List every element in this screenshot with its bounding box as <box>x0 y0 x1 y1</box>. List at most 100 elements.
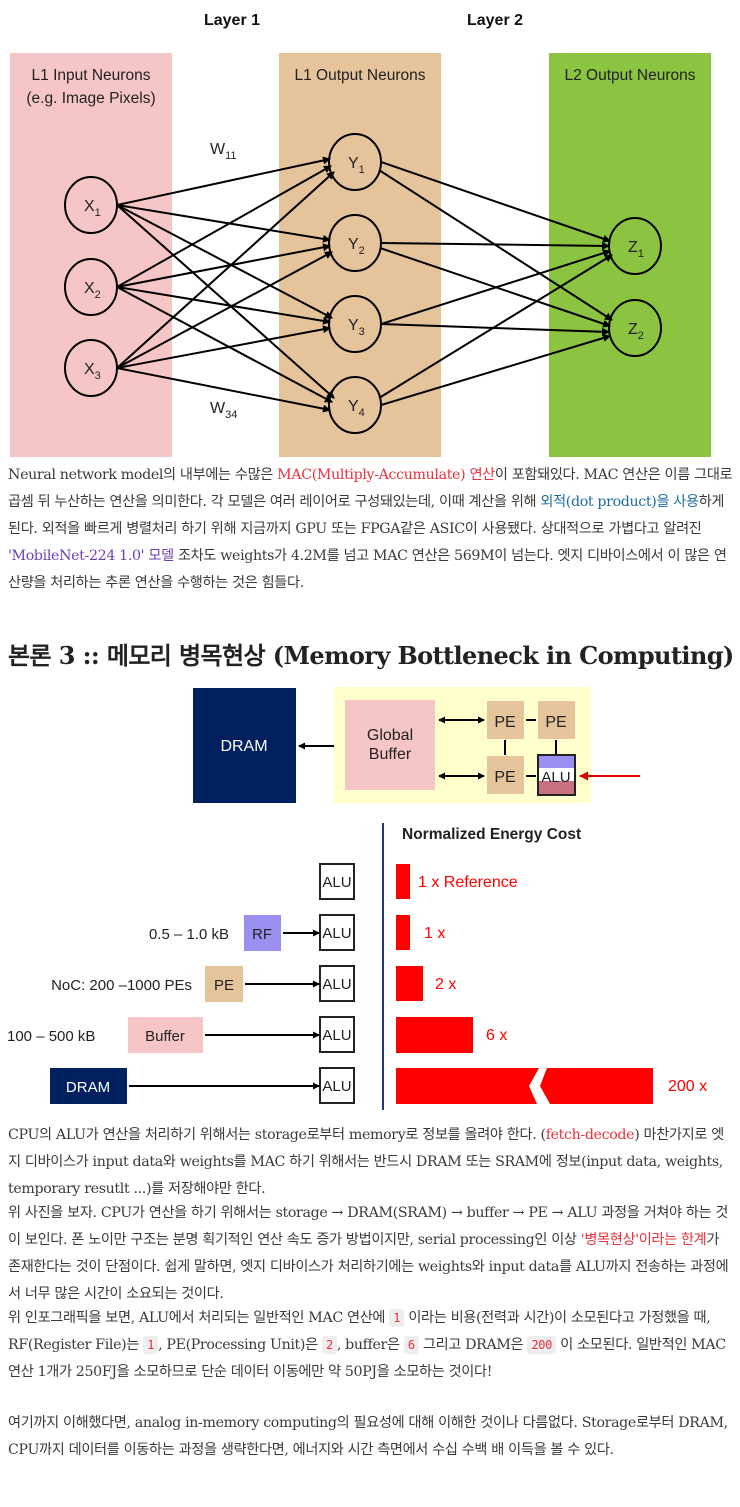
section-heading: 본론 3 :: 메모리 병목현상 (Memory Bottleneck in C… <box>8 641 734 670</box>
weight-w34-label: W34 <box>210 400 237 421</box>
inline-code-rf-cost: 1 <box>143 1336 159 1354</box>
pe-block-top-right <box>538 701 575 739</box>
inline-code-alu-cost: 1 <box>389 1309 405 1327</box>
paragraph-energy-cost: 위 인포그래픽을 보면, ALU에서 처리되는 일반적인 MAC 연산에 1 이… <box>8 1305 734 1386</box>
pe-label: PE <box>214 977 234 994</box>
neuron-x3 <box>64 339 118 397</box>
neuron-z2 <box>608 299 662 357</box>
paragraph-bottleneck: 위 사진을 보자. CPU가 연산을 하기 위해서는 storage → DRA… <box>8 1200 734 1308</box>
neuron-x3-label: X3 <box>84 361 101 382</box>
inline-code-dram-cost: 200 <box>527 1336 557 1354</box>
global-buffer-label-line1: Global <box>367 727 413 744</box>
text: 이라는 비용(전력과 시간)이 소모된다고 가정했을 때, RF(Registe… <box>8 1310 711 1353</box>
neuron-y4-label: Y4 <box>348 398 365 419</box>
text: Neural network model의 내부에는 수많은 <box>8 467 278 483</box>
layer-2-label: Layer 2 <box>467 12 523 29</box>
dram-box <box>50 1068 127 1104</box>
buffer-label: Buffer <box>145 1028 185 1045</box>
layer1-connections <box>116 156 335 413</box>
neuron-x2 <box>64 258 118 316</box>
l2-output-neurons-column <box>549 53 711 457</box>
pe-label: PE <box>494 714 515 731</box>
text: 위 사진을 보자. CPU가 연산을 하기 위해서는 storage → DRA… <box>8 1205 729 1248</box>
paragraph-analog-imc: 여기까지 이해했다면, analog in-memory computing의 … <box>8 1415 728 1458</box>
input-neurons-column <box>10 53 172 457</box>
link-bottleneck-limit[interactable]: '병목현상'이라는 한계 <box>580 1232 707 1248</box>
text: ) 마찬가지로 엣지 디바이스가 input data와 weights를 MA… <box>8 1127 724 1197</box>
alu-label: ALU <box>322 874 351 891</box>
pe-label: PE <box>545 714 566 731</box>
global-buffer-label-line2: Buffer <box>369 746 412 763</box>
paragraph-fetch-decode: CPU의 ALU가 연산을 처리하기 위해서는 storage로부터 memor… <box>8 1122 734 1203</box>
pe-block-bottom-left <box>487 756 524 794</box>
alu-box-row5 <box>319 1067 355 1104</box>
value-label-rf: 1 x <box>424 925 445 942</box>
neural-network-diagram: Layer 1 Layer 2 L1 Input Neurons (e.g. I… <box>10 12 711 457</box>
neuron-y1 <box>328 133 382 191</box>
global-buffer-block <box>345 700 435 790</box>
bar-rf <box>396 915 410 950</box>
link-dot-product[interactable]: 외적(dot product)을 사용 <box>540 494 699 510</box>
text: 그리고 DRAM은 <box>418 1337 528 1353</box>
neuron-y4 <box>328 376 382 434</box>
bar-pe <box>396 966 423 1001</box>
neuron-y2 <box>328 214 382 272</box>
dram-label: DRAM <box>66 1079 110 1096</box>
inline-code-pe-cost: 2 <box>321 1336 337 1354</box>
value-label-pe: 2 x <box>435 976 456 993</box>
value-label-alu: 1 x Reference <box>418 874 518 891</box>
link-fetch-decode[interactable]: fetch-decode <box>545 1127 635 1143</box>
text: 조차도 weights가 4.2M를 넘고 MAC 연산은 569M이 넘는다.… <box>8 548 727 591</box>
bar-alu <box>396 864 410 899</box>
pe-count-annotation: NoC: 200 –1000 PEs <box>51 977 192 994</box>
alu-label: ALU <box>322 1027 351 1044</box>
l2-output-column-title: L2 Output Neurons <box>565 67 696 84</box>
text: 위 인포그래픽을 보면, ALU에서 처리되는 일반적인 MAC 연산에 <box>8 1310 390 1326</box>
dram-label: DRAM <box>220 738 267 755</box>
neuron-z1 <box>608 217 662 275</box>
layer2-connections <box>378 161 613 406</box>
input-column-title-line1: L1 Input Neurons <box>32 67 151 84</box>
alu-label: ALU <box>541 769 570 786</box>
value-label-dram: 200 x <box>668 1078 707 1095</box>
text: , PE(Processing Unit)은 <box>158 1337 322 1353</box>
value-label-buffer: 6 x <box>486 1027 507 1044</box>
alu-box-row1 <box>319 863 355 900</box>
pe-box <box>205 966 243 1002</box>
neuron-z2-label: Z2 <box>628 321 644 342</box>
link-mobilenet-model[interactable]: 'MobileNet-224 1.0' 모델 <box>8 548 174 564</box>
bar-dram-right <box>540 1068 653 1104</box>
alu-block: ALU <box>537 754 576 796</box>
neuron-z1-label: Z1 <box>628 239 644 260</box>
text: 가 존재한다는 것이 단점이다. 쉽게 말하면, 엣지 디바이스가 처리하기에는… <box>8 1232 729 1302</box>
rf-size-annotation: 0.5 – 1.0 kB <box>149 926 229 943</box>
bar-buffer <box>396 1017 473 1053</box>
alu-box-row4 <box>319 1016 355 1053</box>
input-column-title-line2: (e.g. Image Pixels) <box>26 90 155 107</box>
paragraph-mac-operations: Neural network model의 내부에는 수많은 MAC(Multi… <box>8 462 734 597</box>
text: CPU의 ALU가 연산을 처리하기 위해서는 storage로부터 memor… <box>8 1127 546 1143</box>
alu-label: ALU <box>322 925 351 942</box>
rf-label: RF <box>252 926 272 943</box>
pe-label: PE <box>494 769 515 786</box>
bar-dram-left <box>396 1068 539 1104</box>
alu-label: ALU <box>322 1078 351 1095</box>
neuron-y3-label: Y3 <box>348 317 365 338</box>
alu-box-row2 <box>319 914 355 951</box>
buffer-size-annotation: 100 – 500 kB <box>7 1028 95 1045</box>
memory-hierarchy-diagram: DRAM Global Buffer PE PE PE ALU <box>193 687 640 803</box>
link-mac-operation[interactable]: MAC(Multiply-Accumulate) 연산 <box>277 467 495 483</box>
text: 하게 된다. 외적을 빠르게 병렬처리 하기 위해 지금까지 GPU 또는 FP… <box>8 494 725 537</box>
chart-title: Normalized Energy Cost <box>402 826 581 843</box>
neuron-y1-label: Y1 <box>348 155 365 176</box>
text: 이 포함돼있다. MAC 연산은 이름 그대로 곱셈 뒤 누산하는 연산을 의미… <box>8 467 733 510</box>
l1-output-neurons-column <box>279 53 441 457</box>
alu-box-row3 <box>319 965 355 1002</box>
neuron-x1 <box>64 176 118 234</box>
weight-w11-label: W11 <box>210 141 237 162</box>
rf-box <box>244 915 281 951</box>
alu-label: ALU <box>322 976 351 993</box>
neuron-y2-label: Y2 <box>348 236 365 257</box>
inline-code-buffer-cost: 6 <box>403 1336 419 1354</box>
pe-block-top-left <box>487 701 524 739</box>
